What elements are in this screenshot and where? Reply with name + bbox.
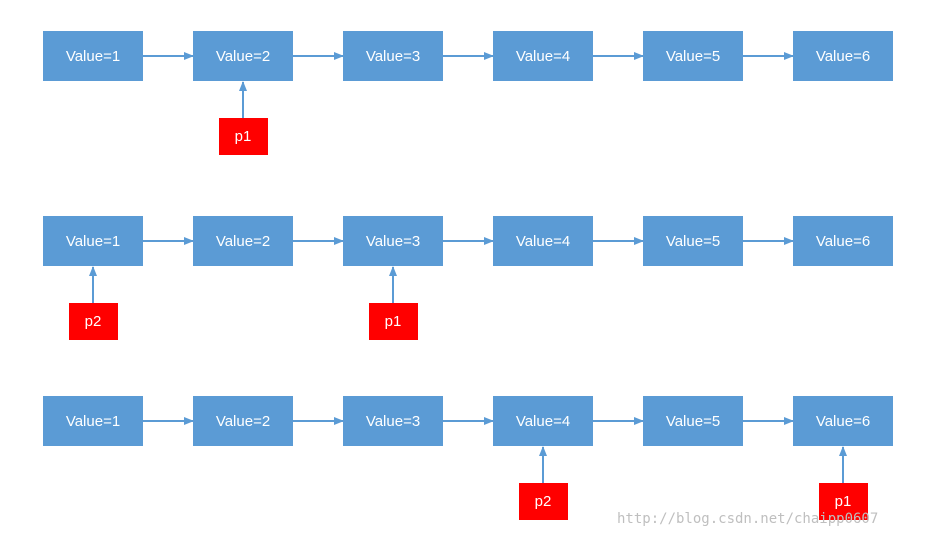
list-node: Value=1 [43,396,143,446]
list-node: Value=2 [193,216,293,266]
pointer-label-p2: p2 [68,303,118,340]
list-node: Value=6 [793,31,893,81]
pointer-label-p1: p1 [368,303,418,340]
list-node: Value=1 [43,216,143,266]
list-node: Value=4 [493,216,593,266]
list-node: Value=5 [643,31,743,81]
list-node: Value=3 [343,31,443,81]
list-node: Value=2 [193,31,293,81]
list-node: Value=3 [343,396,443,446]
pointer-label-p1: p1 [818,483,868,520]
list-node: Value=6 [793,396,893,446]
list-node: Value=4 [493,396,593,446]
pointer-label-p2: p2 [518,483,568,520]
pointer-label-p1: p1 [218,118,268,155]
list-node: Value=1 [43,31,143,81]
list-node: Value=2 [193,396,293,446]
list-node: Value=3 [343,216,443,266]
list-node: Value=6 [793,216,893,266]
watermark: http://blog.csdn.net/chaipp0607 [617,511,879,527]
list-node: Value=5 [643,216,743,266]
list-node: Value=5 [643,396,743,446]
list-node: Value=4 [493,31,593,81]
